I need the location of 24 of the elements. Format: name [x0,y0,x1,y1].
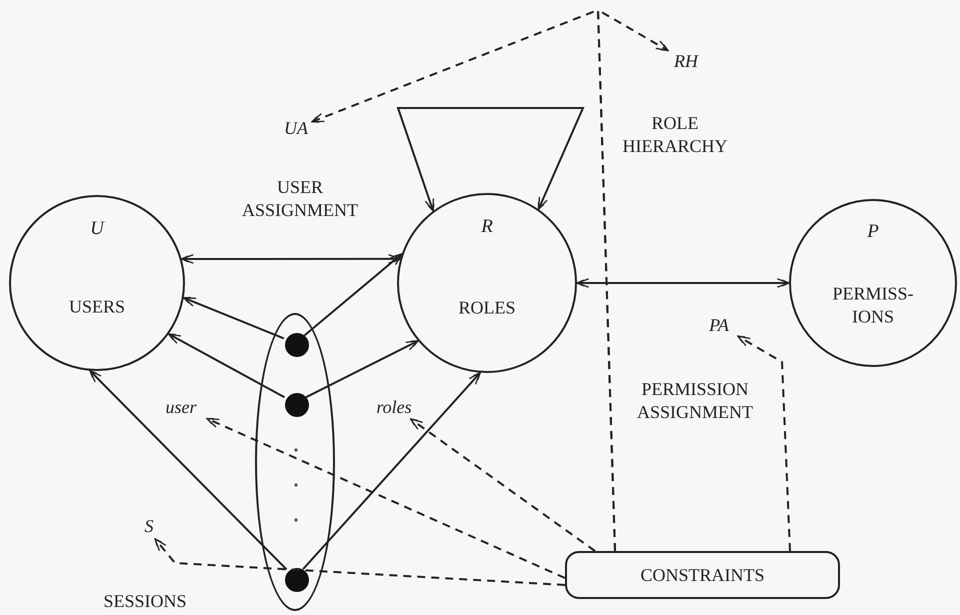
entity-circle [789,199,957,367]
session-dot [285,333,309,357]
entity-circle [397,193,577,373]
entity-name: USERS [68,295,126,318]
relation-label: PA [700,312,738,338]
relation-label: roles [365,395,423,419]
annotation-text: PERMISSION ASSIGNMENT [636,378,754,424]
set-symbol: R [481,216,493,238]
entity-circle [9,195,185,371]
relation-label: RH [668,48,704,74]
annotation-text: USER ASSIGNMENT [240,176,359,222]
constraints-box: CONSTRAINTS [565,551,840,599]
set-symbol: U [90,218,104,240]
relation-label: user [155,395,207,419]
session-dot [285,568,309,592]
annotation-text: SESSIONS [102,590,188,613]
set-symbol: P [867,220,879,243]
relation-label: UA [280,115,312,141]
relation-label: S [138,513,160,539]
entity-name: PERMISS- IONS [831,282,915,329]
session-ellipse [255,313,335,611]
session-dot [285,393,309,417]
annotation-text: ROLE HIERARCHY [621,112,728,158]
entity-name: ROLES [458,296,516,319]
